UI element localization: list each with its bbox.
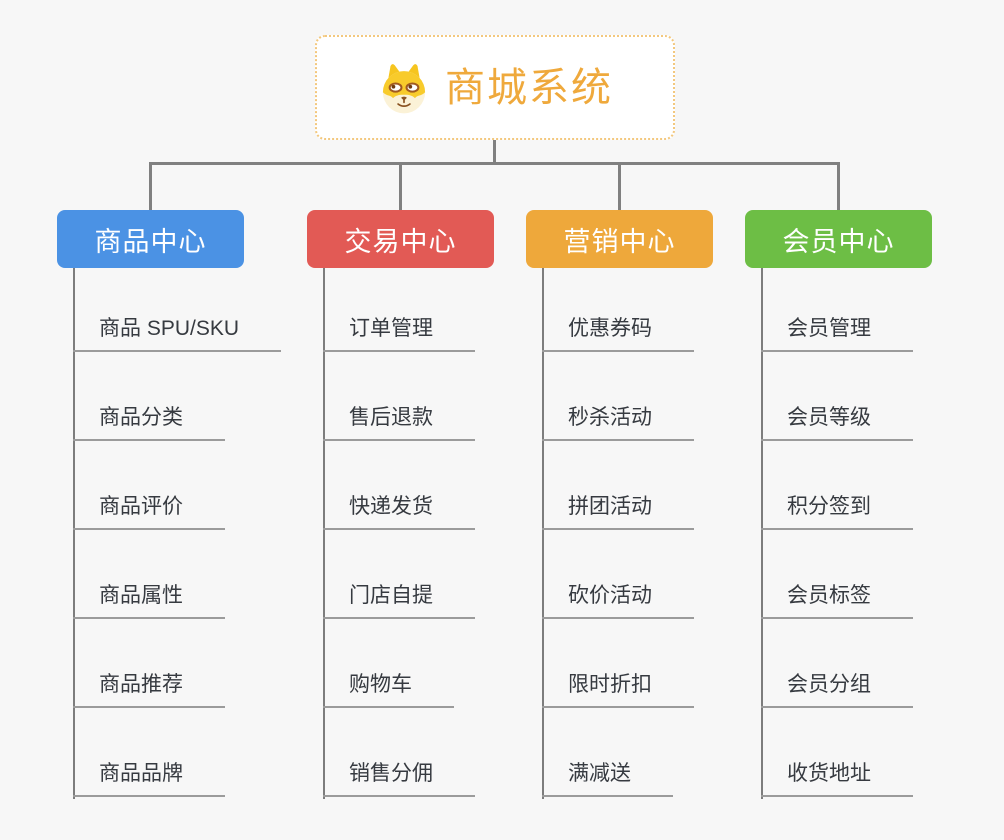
leaf-node[interactable]: 商品分类 xyxy=(73,403,225,441)
branch-spine xyxy=(761,268,763,799)
leaf-node[interactable]: 门店自提 xyxy=(323,581,475,619)
branch-member-center: 会员中心 会员管理 会员等级 积分签到 会员标签 会员分组 收货地址 xyxy=(745,210,1004,820)
leaf-node[interactable]: 会员标签 xyxy=(761,581,913,619)
leaf-node[interactable]: 优惠券码 xyxy=(542,314,694,352)
branch-trade-center: 交易中心 订单管理 售后退款 快递发货 门店自提 购物车 销售分佣 xyxy=(307,210,597,820)
branch-spine xyxy=(73,268,75,799)
leaf-node[interactable]: 商品推荐 xyxy=(73,670,225,708)
connector-drop xyxy=(618,163,621,210)
leaf-node[interactable]: 积分签到 xyxy=(761,492,913,530)
leaf-node[interactable]: 商品品牌 xyxy=(73,759,225,797)
leaf-node[interactable]: 收货地址 xyxy=(761,759,913,797)
connector-root-stem xyxy=(493,140,496,164)
leaf-node[interactable]: 秒杀活动 xyxy=(542,403,694,441)
root-node[interactable]: 商城系统 xyxy=(315,35,675,140)
leaf-node[interactable]: 会员管理 xyxy=(761,314,913,352)
leaf-node[interactable]: 售后退款 xyxy=(323,403,475,441)
leaf-node[interactable]: 限时折扣 xyxy=(542,670,694,708)
branch-header-trade-center[interactable]: 交易中心 xyxy=(307,210,494,268)
branch-header-marketing-center[interactable]: 营销中心 xyxy=(526,210,713,268)
leaf-node[interactable]: 快递发货 xyxy=(323,492,475,530)
branch-product-center: 商品中心 商品 SPU/SKU 商品分类 商品评价 商品属性 商品推荐 商品品牌 xyxy=(57,210,347,820)
connector-drop xyxy=(149,163,152,210)
doge-icon xyxy=(382,63,426,113)
branch-spine xyxy=(323,268,325,799)
branch-header-product-center[interactable]: 商品中心 xyxy=(57,210,244,268)
leaf-node[interactable]: 满减送 xyxy=(542,759,673,797)
connector-drop xyxy=(837,163,840,210)
leaf-node[interactable]: 商品属性 xyxy=(73,581,225,619)
connector-bus xyxy=(149,162,840,165)
branch-marketing-center: 营销中心 优惠券码 秒杀活动 拼团活动 砍价活动 限时折扣 满减送 xyxy=(526,210,816,820)
leaf-node[interactable]: 拼团活动 xyxy=(542,492,694,530)
branch-header-member-center[interactable]: 会员中心 xyxy=(745,210,932,268)
leaf-node[interactable]: 订单管理 xyxy=(323,314,475,352)
leaf-node[interactable]: 会员等级 xyxy=(761,403,913,441)
connector-drop xyxy=(399,163,402,210)
leaf-node[interactable]: 商品评价 xyxy=(73,492,225,530)
leaf-node[interactable]: 会员分组 xyxy=(761,670,913,708)
leaf-node[interactable]: 销售分佣 xyxy=(323,759,475,797)
leaf-node[interactable]: 购物车 xyxy=(323,670,454,708)
branch-spine xyxy=(542,268,544,799)
leaf-node[interactable]: 砍价活动 xyxy=(542,581,694,619)
root-title: 商城系统 xyxy=(445,65,613,110)
leaf-node[interactable]: 商品 SPU/SKU xyxy=(73,314,282,352)
